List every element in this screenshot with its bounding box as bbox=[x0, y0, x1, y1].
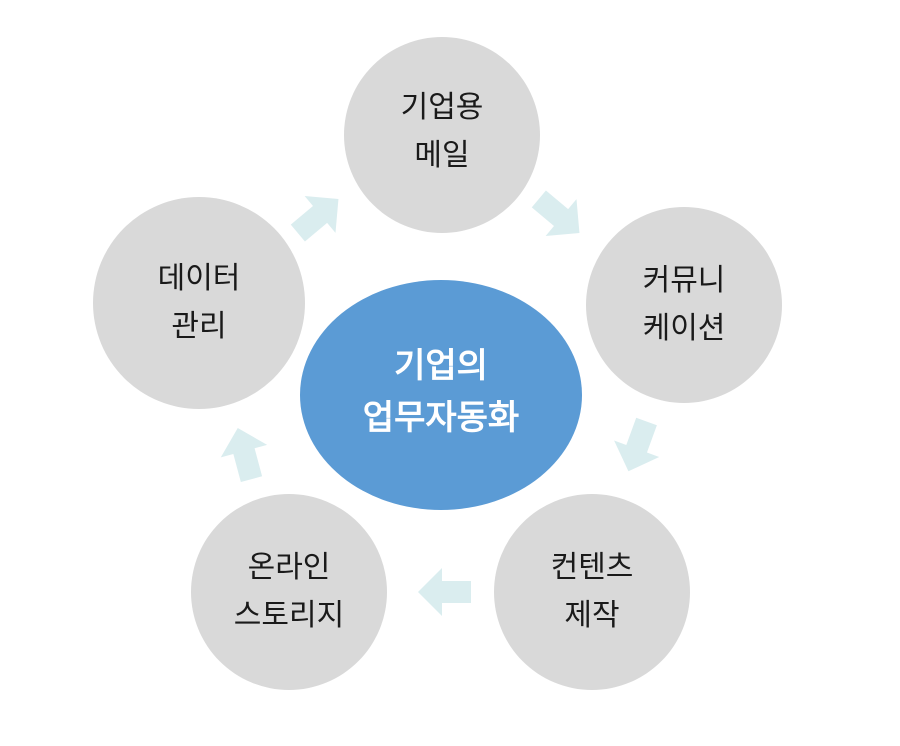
node-circle-communication bbox=[586, 207, 782, 403]
node-circle-email bbox=[344, 37, 540, 233]
arrow-icon bbox=[220, 427, 268, 482]
node-circle-content bbox=[494, 494, 690, 690]
label-line: 데이터 bbox=[157, 261, 241, 296]
label-line: 업무자동화 bbox=[362, 398, 520, 438]
node-circle-data bbox=[93, 197, 305, 409]
label-line: 커뮤니 bbox=[642, 263, 726, 298]
arrow-icon bbox=[290, 196, 339, 242]
node-label-content: 컨텐츠 제작 bbox=[551, 544, 634, 640]
label-line: 온라인 bbox=[247, 550, 331, 585]
node-label-storage: 온라인 스토리지 bbox=[234, 544, 344, 640]
label-line: 메일 bbox=[414, 138, 470, 173]
center-ellipse bbox=[300, 280, 582, 510]
label-line: 컨텐츠 bbox=[550, 550, 634, 585]
label-line: 관리 bbox=[171, 309, 227, 344]
arrow-icon bbox=[418, 568, 471, 616]
arrow-icon bbox=[614, 417, 660, 472]
node-label-data: 데이터 관리 bbox=[158, 255, 241, 351]
label-line: 제작 bbox=[564, 598, 620, 633]
label-line: 스토리지 bbox=[233, 598, 345, 633]
label-line: 기업의 bbox=[394, 346, 488, 386]
node-label-communication: 커뮤니 케이션 bbox=[643, 257, 726, 353]
node-circle-storage bbox=[191, 494, 387, 690]
arrow-icon bbox=[531, 190, 580, 236]
node-label-email: 기업용 메일 bbox=[401, 84, 484, 180]
center-label: 기업의 업무자동화 bbox=[363, 340, 519, 444]
label-line: 케이션 bbox=[642, 311, 726, 346]
label-line: 기업용 bbox=[400, 90, 484, 125]
